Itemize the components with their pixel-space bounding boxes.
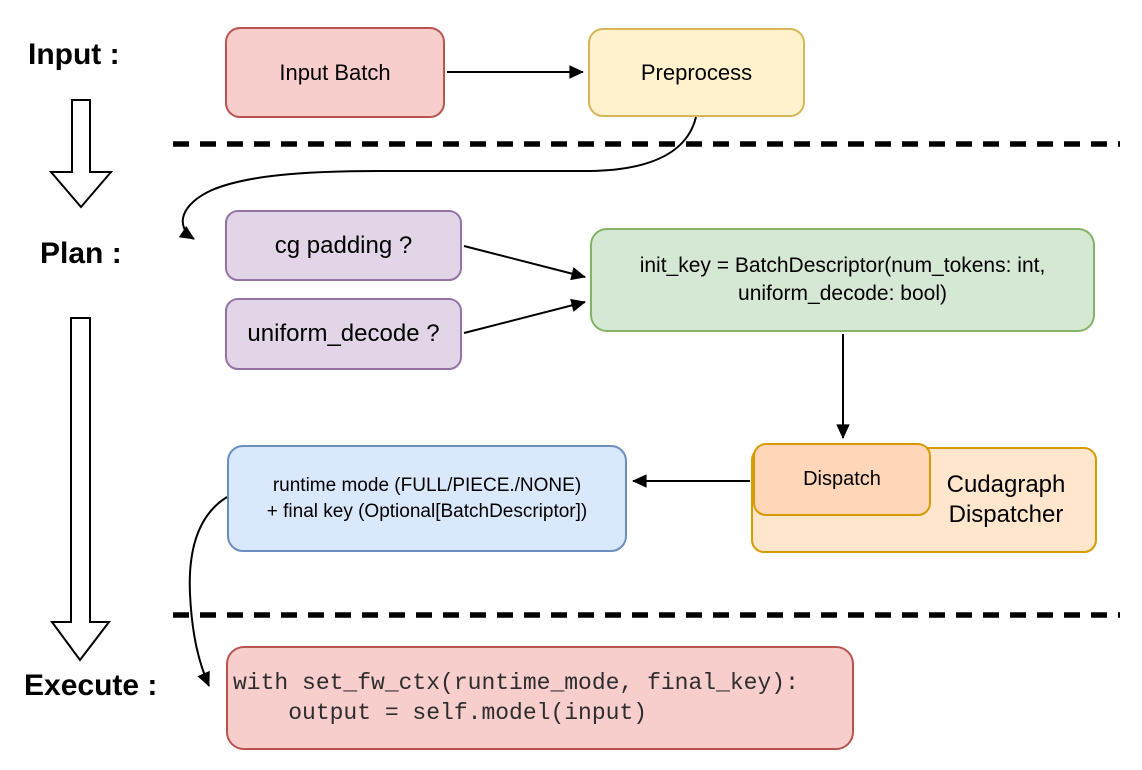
execute-phase-label: Execute : [24,669,158,702]
execute-code-node: with set_fw_ctx(runtime_mode, final_key)… [226,646,854,750]
runtime-mode-node: runtime mode (FULL/PIECE./NONE) + final … [227,445,627,552]
input-batch-label: Input Batch [279,59,391,85]
uniform-decode-node: uniform_decode ? [225,298,462,370]
plan-to-execute-hollow-arrow [50,317,112,662]
runtime-mode-line1: runtime mode (FULL/PIECE./NONE) [272,475,582,497]
input-to-plan-hollow-arrow [48,99,114,209]
connector-uniform-decode-to-init-key [463,298,586,334]
preprocess-node: Preprocess [588,28,805,117]
preprocess-label: Preprocess [640,59,753,85]
input-batch-node: Input Batch [225,27,445,118]
init-key-line1: init_key = BatchDescriptor(num_tokens: i… [639,254,1046,278]
plan-phase-label: Plan : [40,237,122,270]
connector-runtime-mode-to-execute-code [188,496,228,687]
init-key-node: init_key = BatchDescriptor(num_tokens: i… [590,228,1095,332]
cg-padding-node: cg padding ? [225,210,462,281]
uniform-decode-label: uniform_decode ? [247,320,440,348]
cudagraph-dispatcher-label: Cudagraph Dispatcher [946,471,1066,528]
input-phase-label: Input : [28,38,120,71]
dispatch-node: Dispatch [753,443,931,516]
cg-padding-label: cg padding ? [274,231,413,259]
init-key-line2: uniform_decode: bool) [738,282,947,305]
execute-code-line2: output = self.model(input) [233,700,648,726]
dispatch-label: Dispatch [803,468,881,491]
connector-cg-padding-to-init-key [463,245,586,281]
execute-code-line1: with set_fw_ctx(runtime_mode, final_key)… [233,670,799,696]
runtime-mode-line2: + final key (Optional[BatchDescriptor]) [266,500,588,522]
